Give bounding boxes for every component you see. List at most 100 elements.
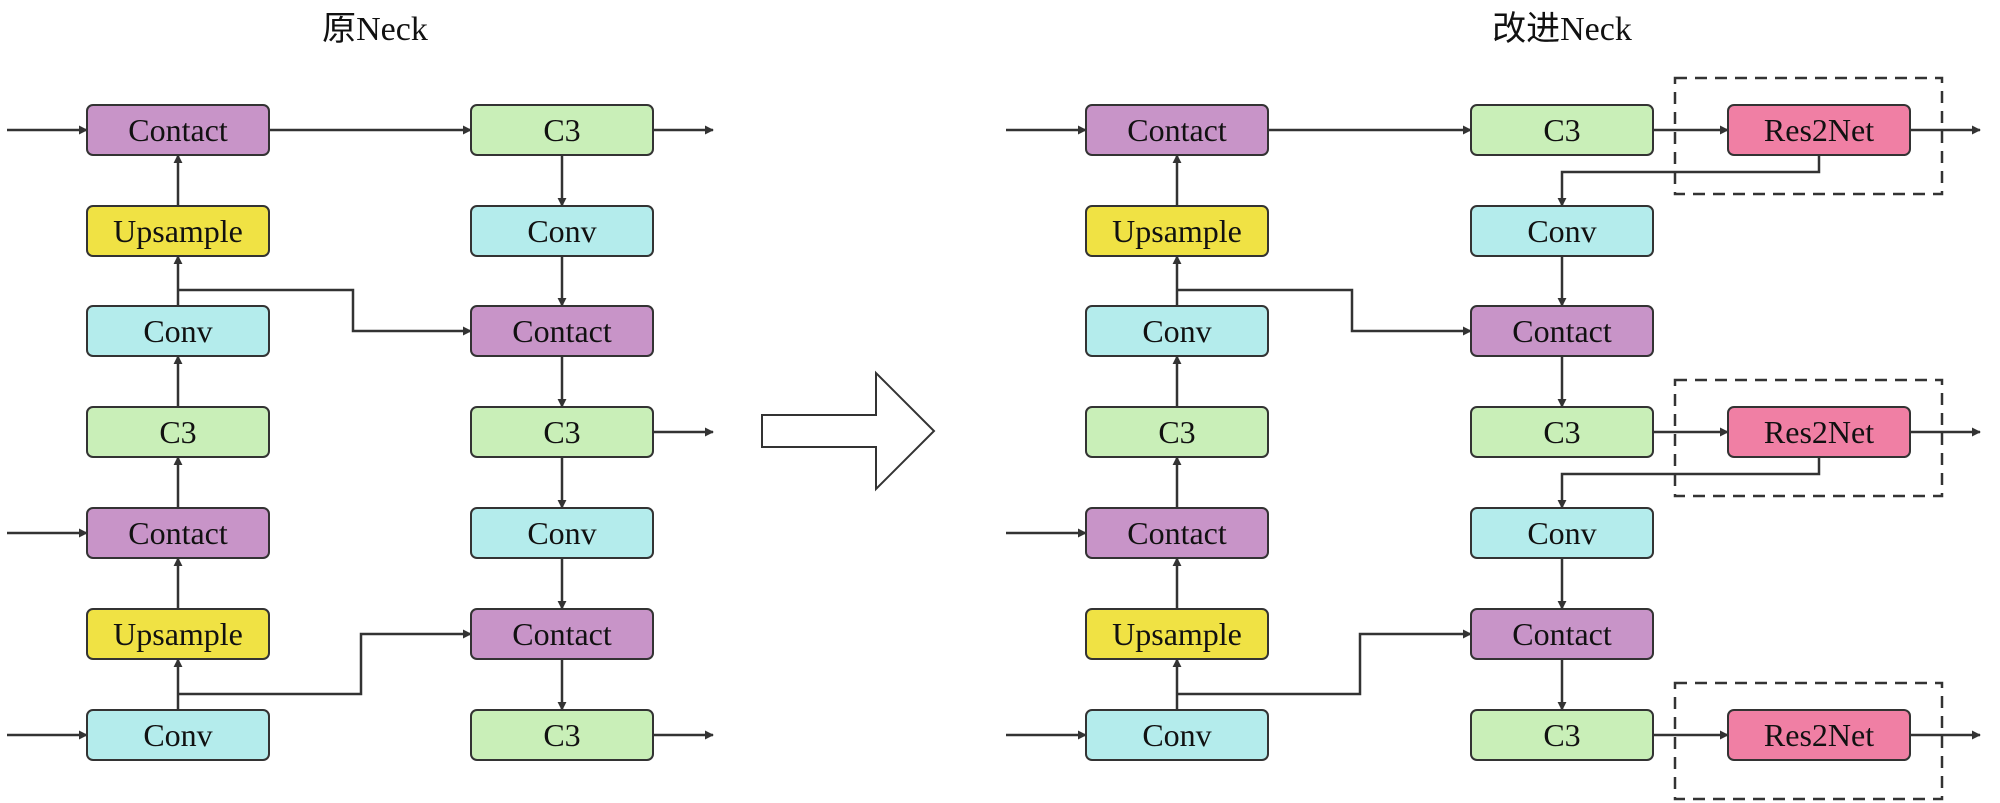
left-col1-6-conv-block-shape [86, 709, 270, 761]
right-col1-2-conv-block-shape [1085, 305, 1269, 357]
network-blocks: ContactUpsampleConvC3ContactUpsampleConv… [86, 104, 1911, 761]
left-col1-5-upsample-block-shape [86, 608, 270, 660]
right-col1-3-c3-block: C3 [1085, 406, 1269, 458]
left-col2-2-contact-block: Contact [470, 305, 654, 357]
left-col2-5-contact-block: Contact [470, 608, 654, 660]
right-col1-1-upsample-block-shape [1085, 205, 1269, 257]
right-res2net-dashed-region-0 [1673, 76, 1944, 196]
left-col1-0-contact-block-label: Contact [128, 112, 228, 148]
left-col1-5-upsample-block: Upsample [86, 608, 270, 660]
left-col2-0-c3-block-label: C3 [543, 112, 580, 148]
left-col2-2-contact-block-label: Contact [512, 313, 612, 349]
right-col1-0-contact-block-shape [1085, 104, 1269, 156]
right-col2-2-contact-block-shape [1470, 305, 1654, 357]
right-col2-2-contact-block-label: Contact [1512, 313, 1612, 349]
left-col2-1-conv-block-shape [470, 205, 654, 257]
connection-arrows [7, 125, 1981, 740]
right-col2-0-c3-block: C3 [1470, 104, 1654, 156]
res2net-highlight-regions [1673, 76, 1944, 801]
right-col2-3-c3-block-shape [1470, 406, 1654, 458]
left-col2-2-contact-block-shape [470, 305, 654, 357]
right-res2net-block-2-label: Res2Net [1764, 717, 1874, 753]
right-col2-6-c3-block-label: C3 [1543, 717, 1580, 753]
left-col1-3-c3-block-shape [86, 406, 270, 458]
right-col1-5-upsample-block: Upsample [1085, 608, 1269, 660]
right-col2-5-contact-block: Contact [1470, 608, 1654, 660]
right-col2-4-conv-block-label: Conv [1527, 515, 1596, 551]
left-col1-4-contact-block-shape [86, 507, 270, 559]
right-col1-1-upsample-block-label: Upsample [1112, 213, 1242, 249]
left-col2-6-c3-block-shape [470, 709, 654, 761]
left-col2-6-c3-block-label: C3 [543, 717, 580, 753]
right-col1-3-c3-block-label: C3 [1158, 414, 1195, 450]
right-col2-6-c3-block-shape [1470, 709, 1654, 761]
right-res2net-block-0: Res2Net [1727, 104, 1911, 156]
right-col2-2-contact-block: Contact [1470, 305, 1654, 357]
right-col1-4-contact-block: Contact [1085, 507, 1269, 559]
right-res2net-block-2-shape [1727, 709, 1911, 761]
left-col2-3-c3-block-label: C3 [543, 414, 580, 450]
right-col1-6-conv-block-label: Conv [1142, 717, 1211, 753]
right-col2-0-c3-block-shape [1470, 104, 1654, 156]
left-col1-6-conv-block: Conv [86, 709, 270, 761]
left-col1-5-upsample-block-label: Upsample [113, 616, 243, 652]
right-skip-arrow-upper [1177, 288, 1472, 336]
left-col2-3-c3-block-shape [470, 406, 654, 458]
left-col2-5-contact-block-label: Contact [512, 616, 612, 652]
left-col1-0-contact-block: Contact [86, 104, 270, 156]
left-col2-0-c3-block-shape [470, 104, 654, 156]
right-col1-3-c3-block-shape [1085, 406, 1269, 458]
left-col1-6-conv-block-label: Conv [143, 717, 212, 753]
right-col1-5-upsample-block-label: Upsample [1112, 616, 1242, 652]
right-res2net-block-1: Res2Net [1727, 406, 1911, 458]
left-col1-1-upsample-block: Upsample [86, 205, 270, 257]
left-col1-1-upsample-block-shape [86, 205, 270, 257]
left-title: 原Neck [322, 11, 428, 48]
right-col2-1-conv-block: Conv [1470, 205, 1654, 257]
left-col1-3-c3-block-label: C3 [159, 414, 196, 450]
left-col2-4-conv-block: Conv [470, 507, 654, 559]
left-skip-arrow-lower [178, 629, 472, 696]
right-col1-4-contact-block-label: Contact [1127, 515, 1227, 551]
right-col2-3-c3-block-label: C3 [1543, 414, 1580, 450]
right-col1-5-upsample-block-shape [1085, 608, 1269, 660]
right-col1-0-contact-block: Contact [1085, 104, 1269, 156]
right-res2net-feedback-arrow-1 [1557, 457, 1821, 509]
left-skip-arrow-upper [178, 288, 472, 336]
left-col1-0-contact-block-shape [86, 104, 270, 156]
right-col2-5-contact-block-shape [1470, 608, 1654, 660]
right-col2-4-conv-block-shape [1470, 507, 1654, 559]
right-res2net-block-0-shape [1727, 104, 1911, 156]
right-skip-arrow-lower [1177, 629, 1472, 696]
right-col1-6-conv-block: Conv [1085, 709, 1269, 761]
right-col2-1-conv-block-shape [1470, 205, 1654, 257]
right-res2net-block-1-label: Res2Net [1764, 414, 1874, 450]
right-col2-5-contact-block-label: Contact [1512, 616, 1612, 652]
left-col2-4-conv-block-label: Conv [527, 515, 596, 551]
right-col1-1-upsample-block: Upsample [1085, 205, 1269, 257]
left-col2-1-conv-block: Conv [470, 205, 654, 257]
left-col1-4-contact-block-label: Contact [128, 515, 228, 551]
left-col2-3-c3-block: C3 [470, 406, 654, 458]
right-col2-3-c3-block: C3 [1470, 406, 1654, 458]
left-col1-4-contact-block: Contact [86, 507, 270, 559]
right-col1-6-conv-block-shape [1085, 709, 1269, 761]
left-col2-5-contact-block-shape [470, 608, 654, 660]
right-col1-2-conv-block: Conv [1085, 305, 1269, 357]
left-col1-2-conv-block-label: Conv [143, 313, 212, 349]
right-res2net-feedback-arrow-0 [1557, 155, 1821, 207]
right-col2-6-c3-block: C3 [1470, 709, 1654, 761]
left-col1-2-conv-block-shape [86, 305, 270, 357]
right-res2net-dashed-region-2 [1673, 681, 1944, 801]
right-col2-4-conv-block: Conv [1470, 507, 1654, 559]
left-col2-1-conv-block-label: Conv [527, 213, 596, 249]
right-res2net-block-2: Res2Net [1727, 709, 1911, 761]
hollow-right-arrow-icon [761, 370, 936, 492]
right-res2net-block-1-shape [1727, 406, 1911, 458]
left-col2-4-conv-block-shape [470, 507, 654, 559]
right-res2net-block-0-label: Res2Net [1764, 112, 1874, 148]
left-col1-3-c3-block: C3 [86, 406, 270, 458]
left-col1-1-upsample-block-label: Upsample [113, 213, 243, 249]
right-col2-1-conv-block-label: Conv [1527, 213, 1596, 249]
